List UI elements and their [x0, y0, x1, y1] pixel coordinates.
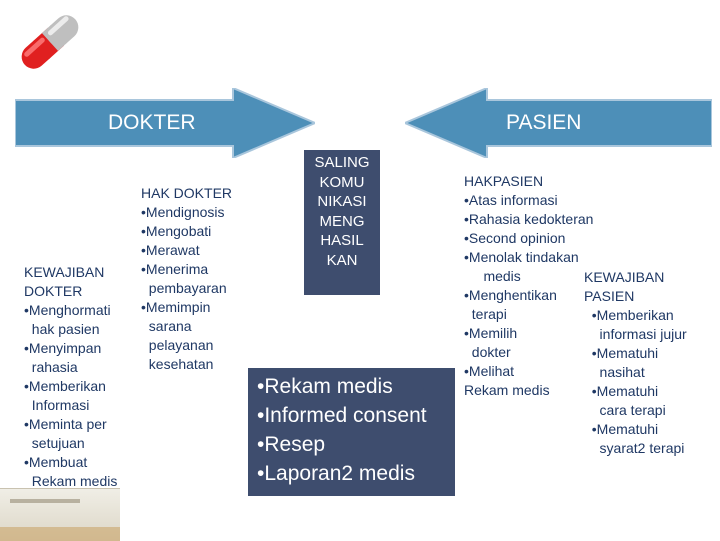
dokter-label: DOKTER [108, 111, 196, 135]
pasien-label: PASIEN [506, 111, 581, 135]
result-item: •Resep [257, 430, 427, 459]
saling-komunikasi-text: SALING KOMU NIKASI MENG HASIL KAN [304, 153, 380, 270]
hak-dokter-list: HAK DOKTER •Mendignosis •Mengobati •Mera… [141, 184, 232, 374]
result-item: •Rekam medis [257, 372, 427, 401]
bottle-cap-shadow [0, 527, 120, 541]
hak-pasien-list: HAKPASIEN •Atas informasi •Rahasia kedok… [464, 172, 593, 400]
kewajiban-pasien-list: KEWAJIBAN PASIEN •Memberikan informasi j… [584, 268, 687, 458]
medicine-bottle-image [0, 488, 120, 541]
result-item: •Informed consent [257, 401, 427, 430]
result-list: •Rekam medis •Informed consent •Resep •L… [257, 372, 427, 488]
kewajiban-dokter-list: KEWAJIBAN DOKTER •Menghormati hak pasien… [24, 263, 117, 491]
pill-icon [10, 8, 90, 76]
bottle-label-stripe [10, 499, 80, 503]
result-item: •Laporan2 medis [257, 459, 427, 488]
